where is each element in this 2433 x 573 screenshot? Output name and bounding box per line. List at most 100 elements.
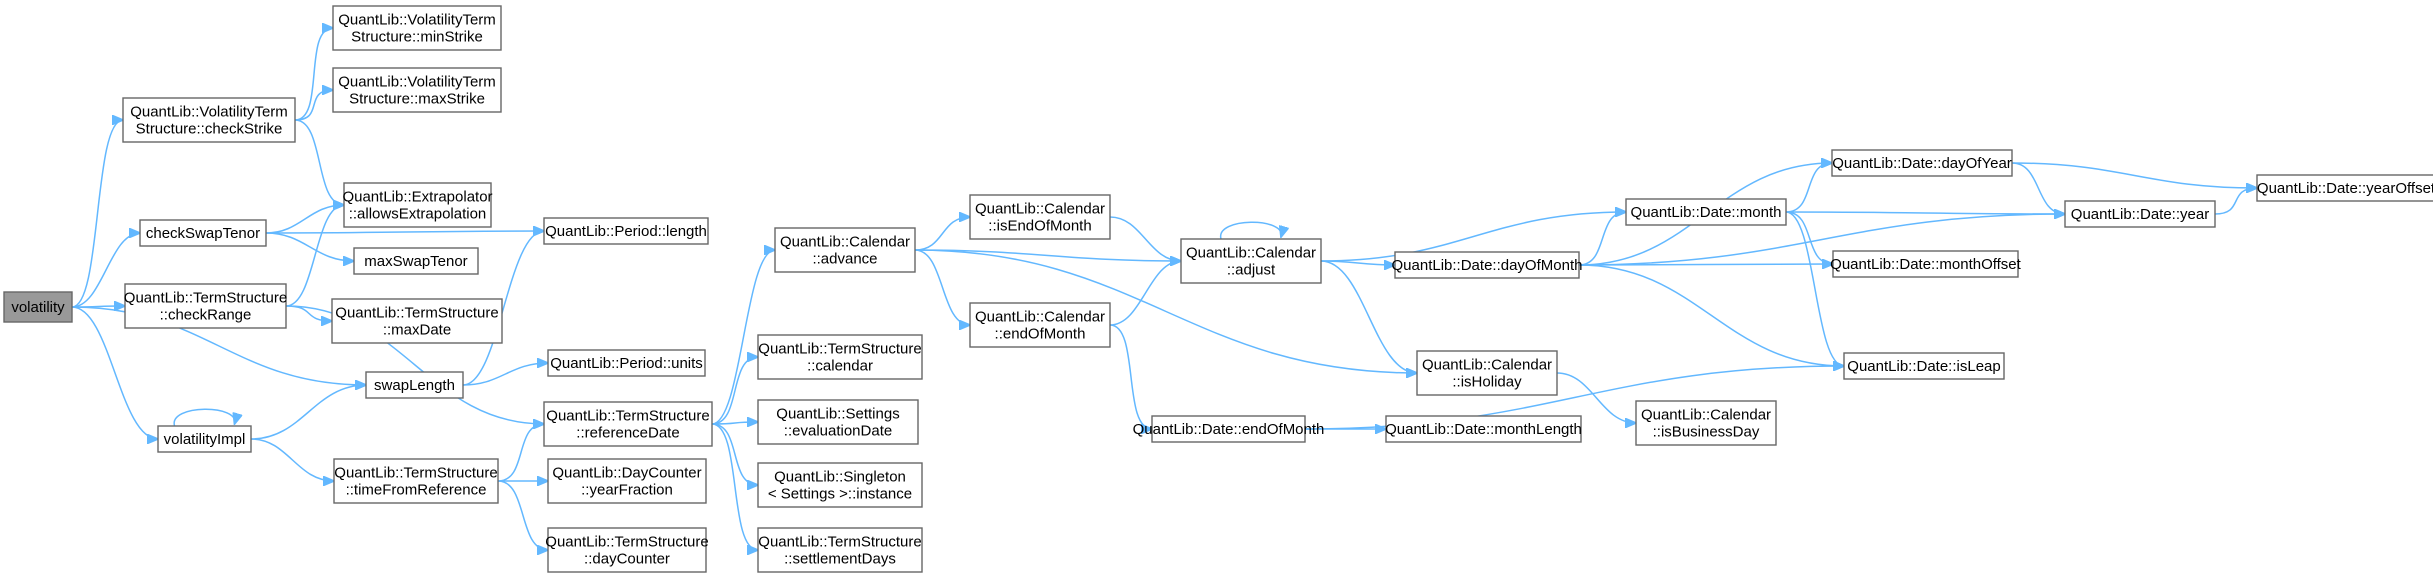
node-calendar[interactable]: QuantLib::TermStructure::calendar: [757, 334, 923, 380]
edge-checkRange-to-allowsExtrapolation: [285, 205, 344, 307]
node-label: ::referenceDate: [576, 425, 679, 442]
node-label: QuantLib::Calendar: [1641, 407, 1771, 424]
node-label: QuantLib::Date::endOfMonth: [1133, 421, 1325, 438]
node-checkSwapTenor[interactable]: checkSwapTenor: [139, 219, 267, 247]
node-instance[interactable]: QuantLib::Singleton< Settings >::instanc…: [757, 462, 923, 508]
edges-layer: [71, 28, 2257, 550]
node-box: [969, 302, 1111, 348]
node-box: [365, 371, 464, 399]
node-label: QuantLib::Calendar: [975, 201, 1105, 218]
edge-month-to-isLeap: [1785, 211, 1844, 366]
edge-line: [1320, 212, 1626, 262]
node-adjust[interactable]: QuantLib::Calendar::adjust: [1180, 238, 1322, 284]
node-box: [332, 5, 502, 51]
node-monthLength[interactable]: QuantLib::Date::monthLength: [1385, 415, 1582, 443]
node-label: QuantLib::Date::monthLength: [1385, 421, 1582, 438]
node-label: QuantLib::Calendar: [975, 309, 1105, 326]
node-box: [331, 298, 503, 344]
edge-endOfMonthCal-to-dateEndOfMonth: [1109, 324, 1152, 429]
edge-checkSwapTenor-to-allowsExtrapolation: [265, 205, 344, 234]
node-label: ::dayCounter: [584, 551, 670, 568]
node-label: QuantLib::TermStructure: [546, 408, 709, 425]
node-checkRange[interactable]: QuantLib::TermStructure::checkRange: [124, 283, 287, 329]
node-advance[interactable]: QuantLib::Calendar::advance: [774, 227, 916, 273]
node-referenceDate[interactable]: QuantLib::TermStructure::referenceDate: [543, 401, 713, 447]
edge-volatility-to-checkSwapTenor: [71, 233, 140, 308]
edge-isHoliday-to-isBusinessDay: [1556, 372, 1636, 423]
node-month[interactable]: QuantLib::Date::month: [1625, 198, 1787, 226]
node-checkStrike[interactable]: QuantLib::VolatilityTermStructure::check…: [122, 97, 296, 143]
node-minStrike[interactable]: QuantLib::VolatilityTermStructure::minSt…: [332, 5, 502, 51]
node-settlementDays[interactable]: QuantLib::TermStructure::settlementDays: [757, 527, 923, 573]
node-label: QuantLib::TermStructure: [545, 534, 708, 551]
edge-line: [914, 249, 1417, 373]
node-box: [124, 283, 287, 329]
node-box: [353, 247, 479, 275]
node-periodLength[interactable]: QuantLib::Period::length: [543, 217, 709, 245]
node-allowsExtrapolation[interactable]: QuantLib::Extrapolator::allowsExtrapolat…: [342, 182, 493, 228]
edge-line: [1320, 260, 1417, 373]
node-label: QuantLib::Date::isLeap: [1847, 358, 2000, 375]
node-endOfMonthCal[interactable]: QuantLib::Calendar::endOfMonth: [969, 302, 1111, 348]
node-isBusinessDay[interactable]: QuantLib::Calendar::isBusinessDay: [1635, 400, 1777, 446]
node-label: ::timeFromReference: [346, 482, 487, 499]
node-box: [332, 67, 502, 113]
node-label: QuantLib::Period::length: [545, 223, 707, 240]
node-label: QuantLib::VolatilityTerm: [338, 74, 496, 91]
edge-line: [71, 120, 123, 308]
node-volatility[interactable]: volatility: [3, 291, 73, 323]
node-dayCounter[interactable]: QuantLib::TermStructure::dayCounter: [545, 527, 709, 573]
node-label: QuantLib::VolatilityTerm: [130, 104, 288, 121]
node-yearOffset[interactable]: QuantLib::Date::yearOffset: [2256, 174, 2433, 202]
node-label: ::yearFraction: [581, 482, 673, 499]
node-dateEndOfMonth[interactable]: QuantLib::Date::endOfMonth: [1133, 415, 1325, 443]
node-label: < Settings >::instance: [768, 486, 912, 503]
node-label: QuantLib::Date::dayOfYear: [1832, 155, 2012, 172]
edge-line: [71, 233, 140, 308]
node-isLeap[interactable]: QuantLib::Date::isLeap: [1843, 352, 2005, 380]
node-label: ::checkRange: [160, 307, 252, 324]
edge-swapLength-to-periodUnits: [462, 363, 548, 386]
edge-line: [2214, 188, 2257, 215]
node-box: [774, 227, 916, 273]
node-label: QuantLib::Date::dayOfMonth: [1392, 257, 1583, 274]
node-isEndOfMonth[interactable]: QuantLib::Calendar::isEndOfMonth: [969, 194, 1111, 240]
node-label: Structure::maxStrike: [349, 91, 485, 108]
node-label: QuantLib::Settings: [776, 406, 899, 423]
node-yearFraction[interactable]: QuantLib::DayCounter::yearFraction: [547, 458, 707, 504]
node-label: Structure::minStrike: [351, 29, 483, 46]
edge-advance-to-adjust: [914, 249, 1181, 261]
edge-dayOfMonth-to-year: [1578, 214, 2065, 266]
node-maxDate[interactable]: QuantLib::TermStructure::maxDate: [331, 298, 503, 344]
edge-advance-to-endOfMonthCal: [914, 249, 970, 325]
edge-line: [265, 232, 354, 261]
node-label: QuantLib::TermStructure: [758, 341, 921, 358]
node-box: [547, 527, 707, 573]
node-volatilityImpl[interactable]: volatilityImpl: [157, 425, 252, 453]
node-maxSwapTenor[interactable]: maxSwapTenor: [353, 247, 479, 275]
edge-adjust-to-isHoliday: [1320, 260, 1417, 373]
edge-advance-to-isHoliday: [914, 249, 1417, 373]
node-timeFromReference[interactable]: QuantLib::TermStructure::timeFromReferen…: [333, 458, 499, 504]
node-swapLength[interactable]: swapLength: [365, 371, 464, 399]
node-label: ::settlementDays: [784, 551, 896, 568]
node-dayOfMonth[interactable]: QuantLib::Date::dayOfMonth: [1392, 251, 1583, 279]
node-isHoliday[interactable]: QuantLib::Calendar::isHoliday: [1416, 350, 1558, 396]
edge-advance-to-isEndOfMonth: [914, 217, 970, 251]
nodes-layer: volatilityQuantLib::VolatilityTermStruct…: [3, 5, 2433, 573]
node-box: [1416, 350, 1558, 396]
node-label: QuantLib::Date::month: [1631, 204, 1782, 221]
node-evaluationDate[interactable]: QuantLib::Settings::evaluationDate: [757, 399, 919, 445]
edge-line: [1556, 372, 1636, 423]
node-maxStrike[interactable]: QuantLib::VolatilityTermStructure::maxSt…: [332, 67, 502, 113]
node-year[interactable]: QuantLib::Date::year: [2064, 200, 2216, 228]
node-dayOfYear[interactable]: QuantLib::Date::dayOfYear: [1831, 149, 2013, 177]
edge-dayOfMonth-to-isLeap: [1578, 264, 1844, 366]
node-box: [543, 401, 713, 447]
node-periodUnits[interactable]: QuantLib::Period::units: [547, 349, 706, 377]
edge-isEndOfMonth-to-adjust: [1109, 216, 1181, 261]
edge-referenceDate-to-calendar: [711, 357, 758, 425]
node-monthOffset[interactable]: QuantLib::Date::monthOffset: [1830, 250, 2022, 278]
edge-line: [914, 249, 970, 325]
